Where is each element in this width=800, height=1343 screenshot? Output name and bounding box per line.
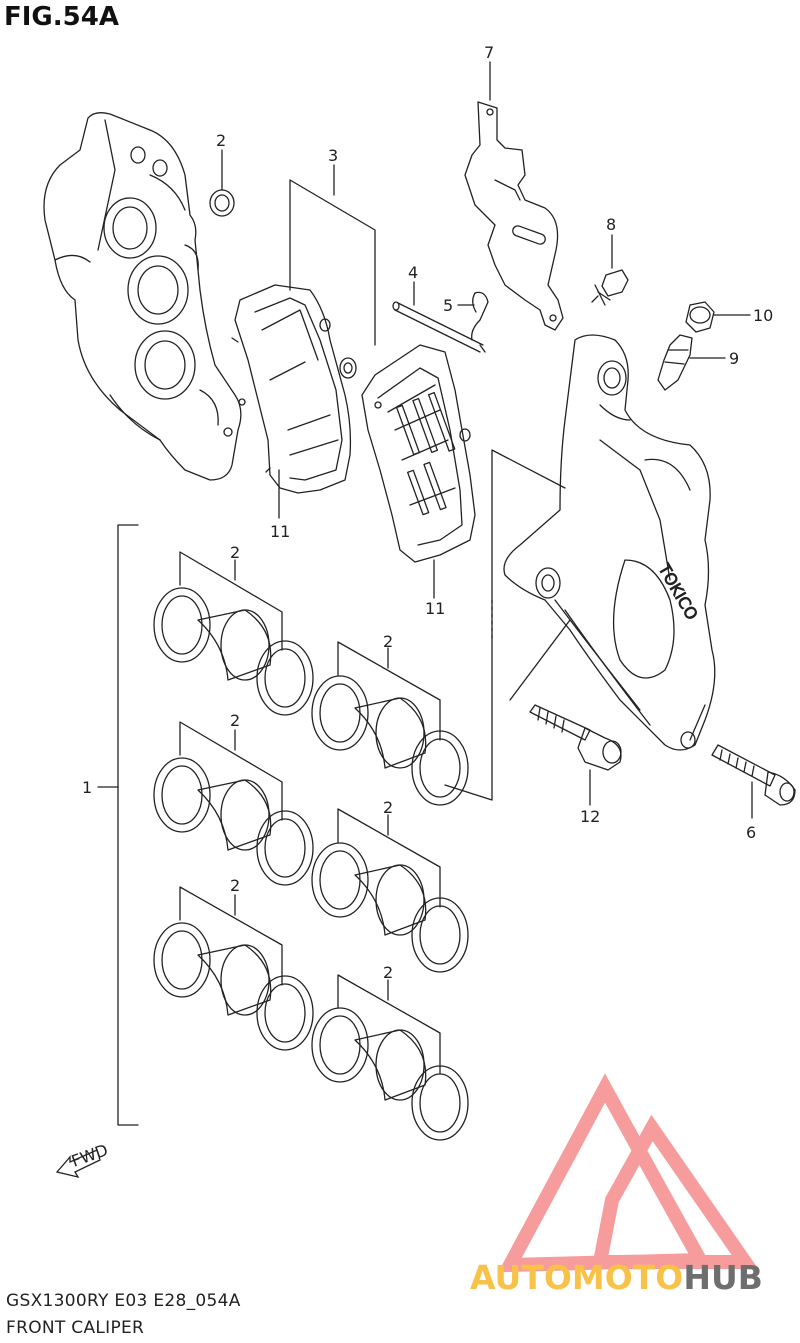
watermark-text-accent: AUTOMOTO	[470, 1258, 684, 1297]
callout-2: 2	[383, 632, 393, 651]
callout-9: 9	[729, 349, 739, 368]
automotohub-logo-mark	[498, 1073, 759, 1273]
callout-2: 2	[216, 131, 226, 150]
bleeder-bolt	[591, 269, 629, 306]
bleeder-valve	[657, 334, 693, 391]
callout-2: 2	[383, 798, 393, 817]
callout-6: 6	[746, 823, 756, 842]
caliper-brand-mark: TOKICO	[654, 560, 702, 623]
pad-pin-clip	[471, 291, 489, 341]
figure-title: FIG.54A	[4, 2, 119, 32]
caliper-mount-bolt-short	[529, 704, 622, 771]
callout-5: 5	[443, 296, 453, 315]
piston-seal-sets	[153, 551, 469, 1141]
seal-ring-small	[209, 189, 235, 217]
callout-labels: 1 2 2 2 2 2 2 2 3 4 5 6 7 8 9 10 11 11 1…	[82, 43, 773, 982]
callout-12: 12	[580, 807, 600, 826]
callout-1: 1	[82, 778, 92, 797]
callout-7: 7	[484, 43, 494, 62]
assembly-name: FRONT CALIPER	[6, 1318, 145, 1338]
callout-4: 4	[408, 263, 418, 282]
callout-8: 8	[606, 215, 616, 234]
leader-1-bracket	[117, 524, 139, 1126]
fwd-label: FWD	[69, 1140, 111, 1171]
hose-bracket	[464, 101, 564, 331]
callout-2: 2	[230, 876, 240, 895]
callout-10: 10	[753, 306, 773, 325]
callout-3: 3	[328, 146, 338, 165]
caliper-mount-bolt-long	[711, 744, 796, 806]
forward-direction-marker: FWD	[55, 1140, 111, 1178]
caliper-half-outer	[43, 112, 246, 481]
caliper-half-inner	[503, 334, 716, 751]
watermark-text-dark: HUB	[683, 1258, 763, 1297]
callout-2: 2	[383, 963, 393, 982]
pad-pin	[392, 301, 486, 353]
model-code: GSX1300RY E03 E28_054A	[6, 1291, 241, 1311]
callout-11: 11	[425, 599, 445, 618]
bleeder-cap	[685, 301, 715, 333]
callout-2: 2	[230, 543, 240, 562]
callout-2: 2	[230, 711, 240, 730]
callout-11: 11	[270, 522, 290, 541]
watermark-text: AUTOMOTOHUB	[470, 1258, 763, 1297]
leader-3-bracket	[289, 179, 376, 346]
brake-pad-right	[361, 344, 476, 563]
brake-pad-left	[231, 284, 357, 494]
